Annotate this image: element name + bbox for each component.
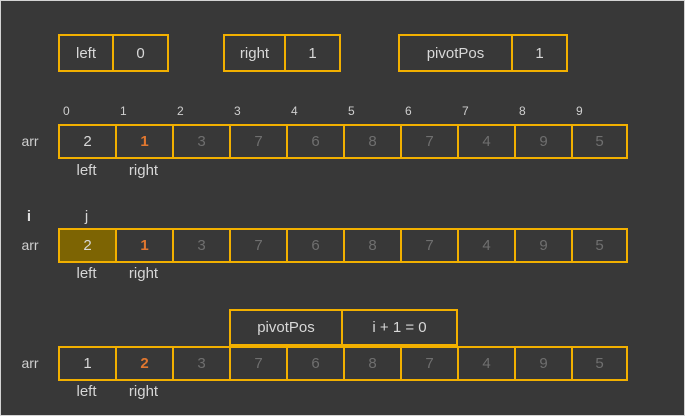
- array-label: arr: [21, 133, 39, 149]
- array-cell-value: 7: [425, 355, 434, 372]
- array-cell: 2: [58, 124, 115, 159]
- pointer-label-left: left: [76, 265, 97, 282]
- array-cell-value: 1: [83, 355, 92, 372]
- array-cell: 7: [229, 228, 286, 263]
- pointer-label-right: right: [128, 162, 159, 179]
- array-cell: 8: [343, 124, 400, 159]
- index-label: 7: [462, 104, 469, 118]
- variable-box-left: left 0: [58, 34, 169, 72]
- pointer-label-right: right: [128, 383, 159, 400]
- array-cell: 8: [343, 346, 400, 381]
- array-cell-value: 9: [539, 237, 548, 254]
- array-cell: 7: [229, 124, 286, 159]
- pivot-box-value: i + 1 = 0: [341, 309, 458, 346]
- array-cell: 3: [172, 124, 229, 159]
- pointer-label-left: left: [76, 162, 97, 179]
- array-cell-value: 7: [254, 355, 263, 372]
- array-cell-value: 7: [425, 237, 434, 254]
- array-cell: 7: [400, 228, 457, 263]
- variable-value-right: 1: [284, 34, 341, 72]
- array-cell-value: 3: [197, 133, 206, 150]
- index-label: 5: [348, 104, 355, 118]
- index-label: 0: [63, 104, 70, 118]
- variable-box-right: right 1: [223, 34, 341, 72]
- array-cell: 6: [286, 346, 343, 381]
- variable-value-left: 0: [112, 34, 169, 72]
- array-cell: 5: [571, 228, 628, 263]
- array-label: arr: [21, 237, 39, 253]
- array-cell: 6: [286, 124, 343, 159]
- array-cell: 5: [571, 124, 628, 159]
- array-cell: 4: [457, 346, 514, 381]
- array-cell-value: 8: [368, 355, 377, 372]
- array-cell: 9: [514, 346, 571, 381]
- array-cell-value: 7: [254, 133, 263, 150]
- array-label: arr: [21, 355, 39, 371]
- index-label: 1: [120, 104, 127, 118]
- array-cell: 1: [115, 228, 172, 263]
- index-label: 3: [234, 104, 241, 118]
- index-label: 4: [291, 104, 298, 118]
- array-cell-value: 8: [368, 133, 377, 150]
- variable-name-right: right: [223, 34, 286, 72]
- array-cell: 2: [115, 346, 172, 381]
- array-row: 2 1 3 7 6 8 7 4 9 5: [58, 124, 628, 159]
- array-cell: 8: [343, 228, 400, 263]
- array-cell-value: 7: [425, 133, 434, 150]
- array-cell: 1: [115, 124, 172, 159]
- array-cell-value: 9: [539, 133, 548, 150]
- array-cell: 4: [457, 228, 514, 263]
- index-label: 9: [576, 104, 583, 118]
- array-cell: 4: [457, 124, 514, 159]
- array-cell-value: 3: [197, 355, 206, 372]
- index-label: 2: [177, 104, 184, 118]
- array-cell-value: 2: [83, 237, 92, 254]
- array-cell-value: 4: [482, 133, 491, 150]
- array-cell-value: 4: [482, 237, 491, 254]
- array-cell-value: 2: [140, 355, 149, 372]
- array-cell: 7: [400, 346, 457, 381]
- pointer-i-label: i: [26, 208, 32, 225]
- array-cell-value: 6: [311, 133, 320, 150]
- variable-name-left: left: [58, 34, 114, 72]
- variable-box-pivotpos: pivotPos 1: [398, 34, 568, 72]
- array-cell-value: 5: [595, 237, 604, 254]
- array-cell: 1: [58, 346, 115, 381]
- array-cell-value: 2: [83, 133, 92, 150]
- array-cell: 5: [571, 346, 628, 381]
- array-cell: 2: [58, 228, 115, 263]
- array-cell-value: 3: [197, 237, 206, 254]
- array-cell-value: 7: [254, 237, 263, 254]
- pointer-label-right: right: [128, 265, 159, 282]
- pointer-label-left: left: [76, 383, 97, 400]
- index-label: 8: [519, 104, 526, 118]
- array-cell: 7: [229, 346, 286, 381]
- variable-value-pivotpos: 1: [511, 34, 568, 72]
- array-cell: 3: [172, 228, 229, 263]
- array-cell-value: 9: [539, 355, 548, 372]
- array-cell-value: 5: [595, 133, 604, 150]
- array-cell: 9: [514, 228, 571, 263]
- array-cell-value: 5: [595, 355, 604, 372]
- variable-name-pivotpos: pivotPos: [398, 34, 513, 72]
- array-cell: 7: [400, 124, 457, 159]
- pointer-j-label: j: [84, 208, 89, 225]
- array-cell-value: 8: [368, 237, 377, 254]
- array-row: 2 1 3 7 6 8 7 4 9 5: [58, 228, 628, 263]
- array-cell-value: 1: [140, 133, 149, 150]
- array-cell: 6: [286, 228, 343, 263]
- array-cell: 3: [172, 346, 229, 381]
- array-cell-value: 1: [140, 237, 149, 254]
- array-cell-value: 6: [311, 237, 320, 254]
- pivot-box-label: pivotPos: [229, 309, 343, 346]
- index-label: 6: [405, 104, 412, 118]
- array-cell: 9: [514, 124, 571, 159]
- array-cell-value: 6: [311, 355, 320, 372]
- array-cell-value: 4: [482, 355, 491, 372]
- array-row: 1 2 3 7 6 8 7 4 9 5: [58, 346, 628, 381]
